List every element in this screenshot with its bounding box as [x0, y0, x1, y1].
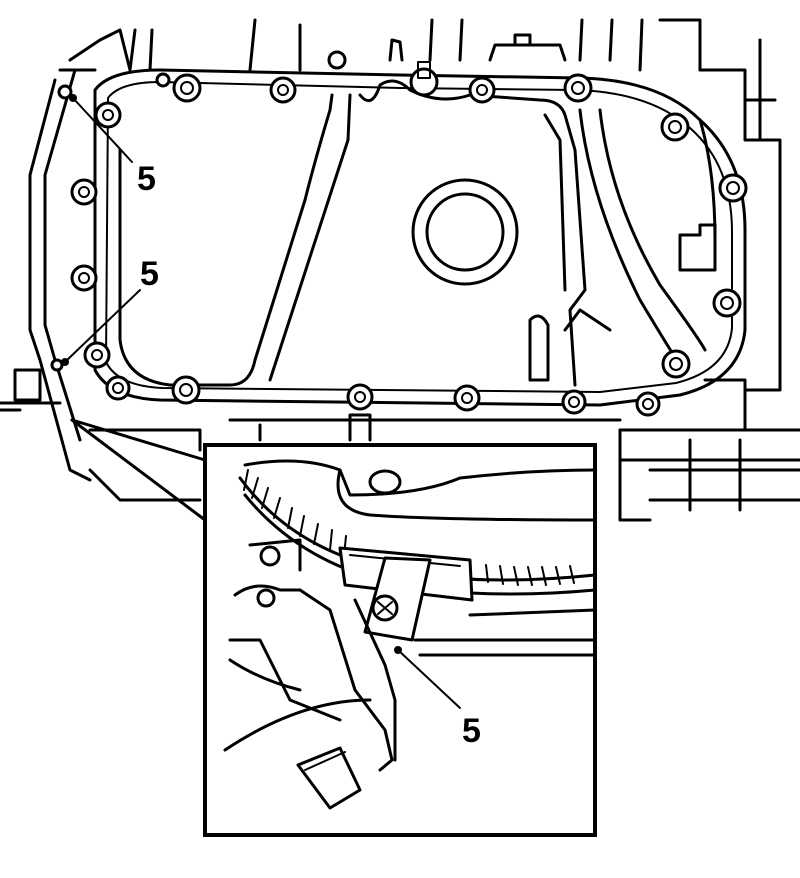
bolt [172, 73, 202, 103]
bolt [155, 72, 171, 88]
oil-pan [93, 68, 747, 407]
bolt [468, 76, 496, 104]
bolt [269, 76, 297, 104]
left-seal-bracket [28, 68, 97, 482]
leader-dot-middle [61, 358, 69, 366]
bolt [635, 391, 661, 417]
sensor-block [296, 746, 362, 810]
bolt [346, 383, 374, 411]
bolt [70, 264, 98, 292]
bolt [453, 384, 481, 412]
detail-inset: 5 [203, 443, 597, 837]
inset-bolt-top [368, 469, 402, 495]
bolt [70, 178, 98, 206]
bolt [718, 173, 748, 203]
callout-label-upper: 5 [137, 160, 156, 198]
bolt [94, 101, 122, 129]
callout-label-middle: 5 [140, 255, 159, 293]
leader-dot-upper [69, 94, 77, 102]
leader-line-upper [72, 97, 133, 163]
bolt [105, 375, 131, 401]
bolt [561, 389, 587, 415]
pan-bolts [70, 50, 748, 417]
bolt [563, 73, 593, 103]
bolt [171, 375, 201, 405]
leader-line-middle [64, 289, 141, 363]
leader-dot-inset [394, 646, 402, 654]
engine-block-background [0, 18, 800, 522]
leader-lines [61, 94, 141, 366]
bolt [660, 112, 690, 142]
bolt [661, 349, 691, 379]
inset-pointer [70, 418, 207, 522]
bolt [327, 50, 347, 70]
callout-label-inset: 5 [462, 712, 481, 750]
bolt [712, 288, 742, 318]
inset-content [223, 459, 597, 810]
bolt [83, 341, 111, 369]
leader-line-inset [397, 649, 461, 709]
bolt [409, 61, 439, 97]
